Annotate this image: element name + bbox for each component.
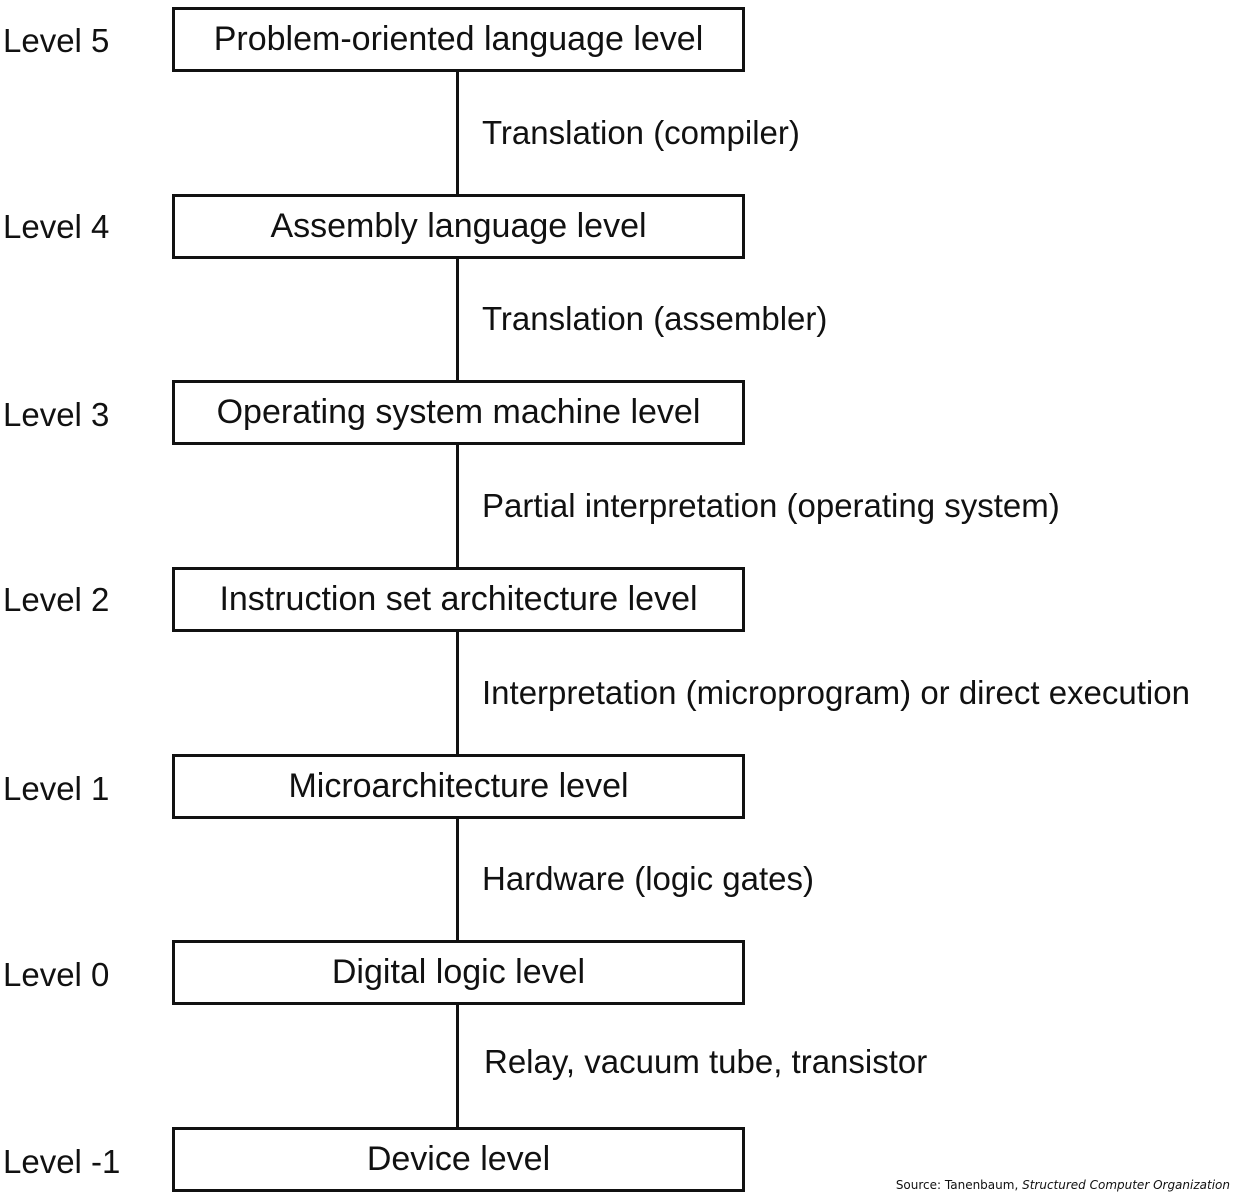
level-2-box: Instruction set architecture level: [172, 567, 745, 632]
source-credit: Source: Tanenbaum, Structured Computer O…: [896, 1178, 1230, 1192]
level-3-box-text: Operating system machine level: [216, 393, 701, 431]
level-0-box: Digital logic level: [172, 940, 745, 1005]
level-0-label: Level 0: [3, 956, 110, 993]
level-4-label: Level 4: [3, 208, 110, 245]
level-minus-1-label: Level -1: [3, 1143, 121, 1180]
level-5-label: Level 5: [3, 22, 110, 59]
transition-microprogram: Interpretation (microprogram) or direct …: [482, 674, 1190, 711]
connector-0-minus-1: [456, 1003, 459, 1128]
level-3-box: Operating system machine level: [172, 380, 745, 445]
transition-devices: Relay, vacuum tube, transistor: [484, 1043, 928, 1080]
connector-3-2: [456, 443, 459, 568]
connector-2-1: [456, 630, 459, 755]
level-1-label: Level 1: [3, 770, 110, 807]
transition-hardware: Hardware (logic gates): [482, 860, 814, 897]
connector-1-0: [456, 817, 459, 941]
connector-4-3: [456, 257, 459, 381]
level-1-box: Microarchitecture level: [172, 754, 745, 819]
transition-compiler: Translation (compiler): [482, 114, 800, 151]
level-5-box-text: Problem-oriented language level: [213, 20, 704, 58]
connector-5-4: [456, 71, 459, 195]
level-3-label: Level 3: [3, 396, 110, 433]
level-1-box-text: Microarchitecture level: [288, 767, 629, 805]
level-minus-1-box-text: Device level: [366, 1140, 551, 1178]
level-2-box-text: Instruction set architecture level: [219, 580, 698, 618]
level-2-label: Level 2: [3, 581, 110, 618]
transition-operating-system: Partial interpretation (operating system…: [482, 487, 1060, 524]
transition-assembler: Translation (assembler): [482, 300, 828, 337]
source-prefix: Source: Tanenbaum,: [895, 1178, 1023, 1192]
level-0-box-text: Digital logic level: [331, 953, 586, 991]
level-5-box: Problem-oriented language level: [172, 7, 745, 72]
source-title: Structured Computer Organization: [1022, 1178, 1230, 1192]
level-minus-1-box: Device level: [172, 1127, 745, 1192]
level-4-box: Assembly language level: [172, 194, 745, 259]
level-4-box-text: Assembly language level: [270, 207, 647, 245]
